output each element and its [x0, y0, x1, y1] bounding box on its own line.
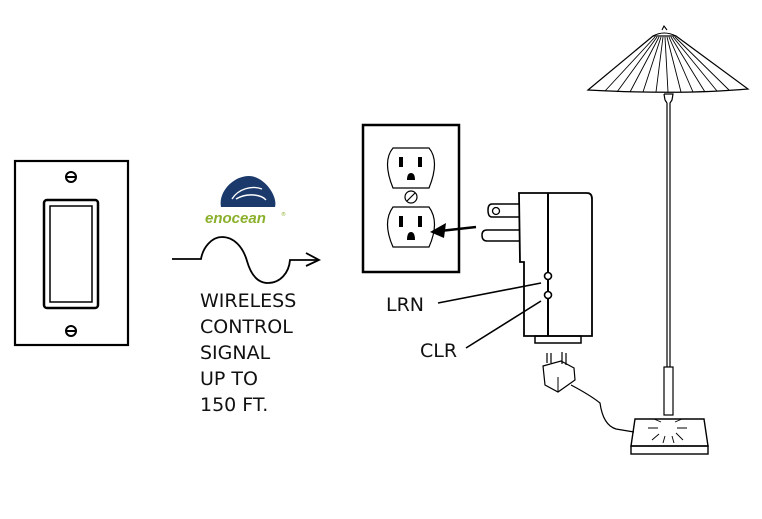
outlet-plate: [361, 123, 461, 274]
receiver-body: [518, 192, 593, 337]
learn-button[interactable]: [543, 271, 553, 281]
plug-in-receiver: [481, 192, 593, 344]
clr-label: CLR: [420, 340, 457, 362]
lamp-pole-base: [663, 366, 674, 416]
lamp-pole: [663, 93, 674, 367]
enocean-logo: enocean ®: [205, 176, 286, 227]
signal-label: WIRELESS CONTROL SIGNAL UP TO 150 FT.: [200, 290, 296, 416]
clear-button[interactable]: [543, 290, 553, 300]
wall-switch: [13, 159, 130, 347]
rocker-paddle: [49, 205, 93, 303]
receptacle-bottom: [386, 206, 436, 248]
lamp-shade: [586, 24, 750, 93]
screw-icon-bottom: [65, 325, 77, 337]
lrn-label: LRN: [386, 294, 424, 316]
logo-text: enocean: [205, 210, 266, 227]
signal-line-2: CONTROL: [200, 316, 293, 338]
arrow-head-icon: [305, 252, 322, 267]
logo-trademark: ®: [281, 211, 286, 218]
button-callouts: LRN CLR: [386, 282, 542, 362]
receptacle-top: [386, 147, 436, 189]
center-screw-icon: [404, 190, 418, 204]
dolphin-icon: [231, 186, 267, 201]
duplex-outlet: [361, 123, 477, 274]
wireless-signal-arrow: [172, 236, 322, 284]
signal-line-3: SIGNAL: [200, 342, 271, 364]
logo-badge: [220, 176, 276, 207]
signal-line-5: 150 FT.: [200, 394, 268, 416]
rocker-frame: [42, 198, 100, 310]
plug-prong-top: [487, 203, 519, 218]
signal-line-4: UP TO: [200, 368, 258, 390]
floor-lamp: [586, 24, 750, 455]
receiver-base: [534, 335, 582, 344]
screw-icon-top: [65, 171, 77, 183]
lamp-plug: [542, 352, 635, 433]
lamp-base: [630, 418, 709, 455]
plug-prong-bottom: [481, 229, 519, 242]
switch-plate: [13, 159, 130, 347]
insert-arrow-icon: [430, 223, 477, 238]
lamp-cord: [570, 384, 635, 433]
signal-line-1: WIRELESS: [200, 290, 296, 312]
